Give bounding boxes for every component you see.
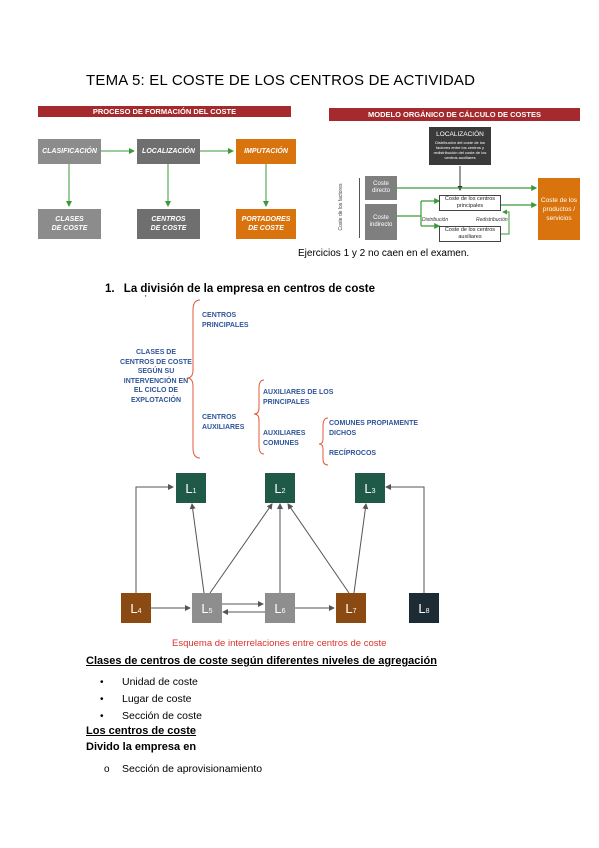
node-l2-sub: 2 [281, 487, 286, 495]
list-item: o Sección de aprovisionamiento [104, 759, 262, 777]
auxiliares-de-los-principales: AUXILIARES DE LOS PRINCIPALES [263, 389, 334, 406]
section-1-title: La división de la empresa en centros de … [123, 283, 375, 295]
cost-formation-diagram: PROCESO DE FORMACIÓN DEL COSTE CLASIFICA… [38, 106, 296, 241]
list-item-text: Lugar de coste [122, 693, 192, 705]
centros-auxiliares-box: Coste de los centros auxiliares [439, 226, 501, 242]
node-l6-sub: 6 [281, 607, 286, 615]
node-l7-sub: 7 [352, 607, 357, 615]
tree-braces [186, 299, 329, 466]
centros-principales: CENTROS PRINCIPALES [202, 312, 249, 329]
classification-root: CLASES DE CENTROS DE COSTE SEGÚN SU INTE… [120, 349, 192, 404]
node-l4-sub: 4 [137, 607, 142, 615]
node-l3-base: L [364, 480, 372, 496]
network-edges [135, 484, 425, 615]
localizacion-title: LOCALIZACIÓN [436, 131, 484, 139]
node-l6-base: L [274, 600, 282, 616]
localizacion-text: Distribución del coste de los factores e… [433, 139, 487, 160]
redistribucion-label: Redistribución [476, 217, 508, 223]
node-l2-base: L [274, 480, 282, 496]
diagram-header: MODELO ORGÁNICO DE CÁLCULO DE COSTES [329, 108, 580, 121]
clases-de-coste-box: CLASES DE COSTE [38, 209, 101, 239]
list-item: • Lugar de coste [100, 689, 202, 706]
classification-tree: CLASES DE CENTROS DE COSTE SEGÚN SU INTE… [120, 296, 440, 466]
bullet: • [100, 711, 104, 722]
list-item-text: Sección de aprovisionamiento [122, 763, 263, 775]
exam-note: Ejercicios 1 y 2 no caen en el examen. [298, 248, 470, 259]
diagram-arrows [66, 148, 269, 207]
coste-directo-box: Coste directo [365, 176, 397, 200]
diagram-header: PROCESO DE FORMACIÓN DEL COSTE [38, 106, 291, 117]
network-caption: Esquema de interrelaciones entre centros… [172, 638, 387, 649]
node-l1-sub: 1 [192, 487, 197, 495]
list-item-text: Unidad de coste [122, 676, 198, 688]
localizacion-box: LOCALIZACIÓN [137, 139, 200, 164]
organic-cost-model-diagram: MODELO ORGÁNICO DE CÁLCULO DE COSTES LOC… [329, 108, 580, 243]
node-l7-base: L [345, 600, 353, 616]
node-l5-base: L [201, 600, 209, 616]
centros-auxiliares: CENTROS AUXILIARES [202, 414, 245, 431]
coste-indirecto-box: Coste indirecto [365, 204, 397, 240]
side-label: Coste de los factores [338, 183, 344, 231]
company-division-heading: Divido la empresa en [86, 741, 197, 753]
division-list: o Sección de aprovisionamiento [104, 759, 262, 777]
list-item: • Sección de coste [100, 706, 202, 723]
aggregation-list: • Unidad de coste • Lugar de coste • Secció… [100, 672, 202, 723]
portadores-de-coste-box: PORTADORES DE COSTE [236, 209, 296, 239]
node-l8-base: L [418, 600, 426, 616]
node-l1-base: L [185, 480, 193, 496]
bullet: o [104, 764, 110, 775]
list-item-text: Sección de coste [122, 710, 202, 722]
page-title: TEMA 5: EL COSTE DE LOS CENTROS DE ACTIV… [86, 72, 476, 89]
node-l4-base: L [130, 600, 138, 616]
comunes-propiamente-dichos: COMUNES PROPIAMENTE DICHOS [329, 420, 419, 437]
centros-principales-box: Coste de los centros principales [439, 195, 501, 211]
reciprocos: RECÍPROCOS [329, 450, 377, 457]
localizacion-box: LOCALIZACIÓN Distribución del coste de l… [429, 127, 491, 165]
clasificacion-box: CLASIFICACIÓN [38, 139, 101, 164]
cost-centers-heading: Los centros de coste [86, 725, 197, 737]
section-1-number: 1. [105, 283, 115, 295]
distribucion-label: Distribución [422, 217, 449, 223]
bullet: • [100, 677, 104, 688]
node-l8-sub: 8 [425, 607, 430, 615]
aggregation-levels-heading: Clases de centros de coste según diferen… [86, 655, 437, 667]
list-item: • Unidad de coste [100, 672, 202, 689]
productos-box: Coste de los productos / servicios [538, 178, 580, 240]
factors-bracket [359, 178, 363, 238]
node-l3-sub: 3 [371, 487, 376, 495]
section-1-heading: 1. La división de la empresa en centros … [105, 283, 375, 295]
centros-de-coste-box: CENTROS DE COSTE [137, 209, 200, 239]
bullet: • [100, 694, 104, 705]
auxiliares-comunes: AUXILIARES COMUNES [263, 430, 306, 447]
node-l5-sub: 5 [208, 607, 213, 615]
diagram-arrows [397, 166, 538, 235]
tick-mark: ' [145, 294, 147, 303]
imputacion-box: IMPUTACIÓN [236, 139, 296, 164]
